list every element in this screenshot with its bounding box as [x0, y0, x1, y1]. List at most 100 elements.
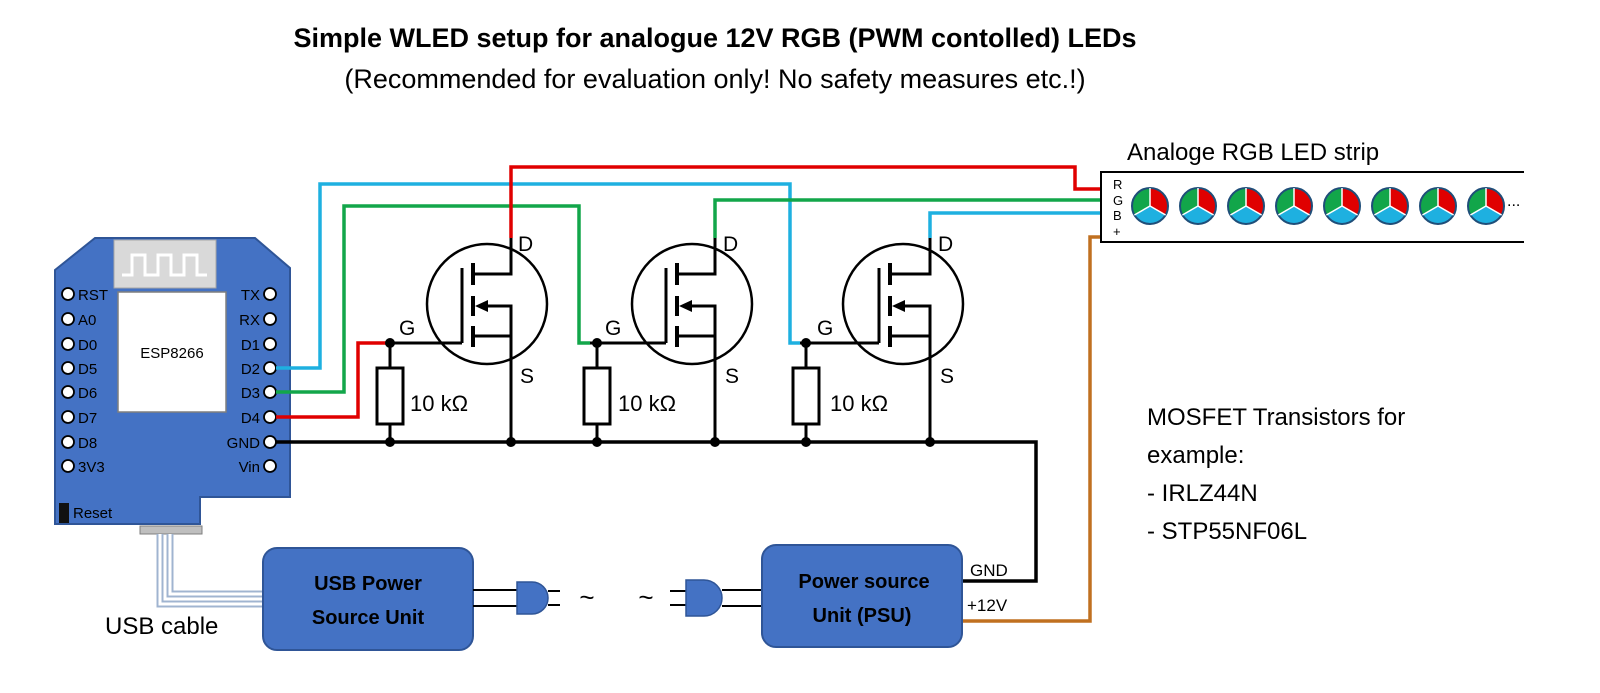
note-line: - STP55NF06L	[1147, 518, 1307, 545]
pin-tx	[263, 287, 277, 301]
rgb-led	[1371, 187, 1409, 225]
mosfet-stage-green: G D S 10 kΩ	[582, 233, 754, 447]
pin-label-d4: D4	[241, 410, 260, 427]
green-drain-wire	[713, 198, 1100, 238]
usb-power-source-unit: USB Power Source Unit	[262, 547, 474, 651]
junction-dot	[592, 338, 602, 348]
mosfet-notes: MOSFET Transistors for example: - IRLZ44…	[1147, 404, 1405, 545]
usb-connector	[139, 525, 203, 535]
usb-cable-label: USB cable	[105, 613, 218, 640]
resistor	[375, 366, 405, 426]
pin-d5	[61, 361, 75, 375]
junction-dot	[801, 338, 811, 348]
pin-label-gnd: GND	[227, 435, 261, 452]
psu-gnd-label: GND	[970, 561, 1008, 580]
pin-label-d0: D0	[78, 337, 97, 354]
note-line: - IRLZ44N	[1147, 480, 1258, 507]
strip-pin-plus: +	[1113, 224, 1121, 239]
pin-d4	[263, 410, 277, 424]
usb-psu-plug-icon	[473, 581, 560, 615]
power-12v-wire	[962, 235, 1100, 623]
pin-label-3v3: 3V3	[78, 459, 105, 476]
gate-label: G	[399, 317, 415, 340]
psu-line1: Power source	[798, 571, 929, 593]
blue-wire-d2	[276, 182, 800, 370]
red-wire-d4	[276, 341, 390, 419]
note-line: example:	[1147, 442, 1244, 469]
resistor	[791, 366, 821, 426]
chip-label: ESP8266	[140, 345, 203, 362]
reset-label: Reset	[73, 505, 113, 522]
strip-pin-r: R	[1113, 177, 1122, 192]
pin-d7	[61, 410, 75, 424]
blue-drain-wire	[928, 211, 1100, 238]
rgb-led	[1275, 187, 1313, 225]
drain-label: D	[938, 233, 953, 256]
pin-d1	[263, 337, 277, 351]
pin-label-d1: D1	[241, 337, 260, 354]
pin-d6	[61, 385, 75, 399]
pin-label-tx: TX	[241, 287, 260, 304]
source-label: S	[725, 365, 739, 388]
usb-psu-line2: Source Unit	[312, 607, 425, 629]
rgb-led	[1179, 187, 1217, 225]
pin-label-d7: D7	[78, 410, 97, 427]
esp8266-board: ESP8266 Reset	[54, 237, 291, 535]
junction-dot	[710, 437, 720, 447]
reset-button[interactable]	[59, 503, 69, 523]
psu-line2: Unit (PSU)	[813, 605, 912, 627]
pin-label-d3: D3	[241, 385, 260, 402]
usb-psu-line1: USB Power	[314, 573, 422, 595]
resistor-label: 10 kΩ	[410, 391, 468, 416]
psu-12v-label: +12V	[967, 596, 1008, 615]
resistor	[582, 366, 612, 426]
strip-pin-b: B	[1113, 208, 1122, 223]
junction-dot	[925, 437, 935, 447]
junction-dot	[506, 437, 516, 447]
note-line: MOSFET Transistors for	[1147, 404, 1405, 431]
pin-label-d5: D5	[78, 361, 97, 378]
green-wire-d3	[276, 204, 590, 394]
pin-d2	[263, 361, 277, 375]
pin-d3	[263, 385, 277, 399]
source-label: S	[520, 365, 534, 388]
junction-dot	[385, 437, 395, 447]
pin-a0	[61, 312, 75, 326]
red-drain-wire	[509, 165, 1100, 238]
pin-label-vin: Vin	[239, 459, 260, 476]
esp8266-chip	[117, 291, 227, 413]
power-source-unit: Power source Unit (PSU)	[761, 544, 963, 648]
led-strip: R G B +	[1100, 171, 1524, 243]
usb-cable	[156, 534, 262, 608]
right-pin-column: TX RX D1 D2 D3 D4 GND Vin	[227, 287, 277, 476]
pin-label-d6: D6	[78, 385, 97, 402]
diagram-title: Simple WLED setup for analogue 12V RGB (…	[293, 23, 1136, 53]
left-pin-column: RST A0 D0 D5 D6 D7 D8 3V3	[61, 287, 108, 476]
gate-label: G	[817, 317, 833, 340]
rgb-led	[1419, 187, 1457, 225]
rgb-led	[1227, 187, 1265, 225]
psu-plug-icon	[670, 579, 762, 617]
diagram-subtitle: (Recommended for evaluation only! No saf…	[344, 64, 1085, 94]
pin-label-rx: RX	[239, 312, 260, 329]
pin-d0	[61, 337, 75, 351]
pin-label-a0: A0	[78, 312, 96, 329]
gate-label: G	[605, 317, 621, 340]
rgb-led	[1131, 187, 1169, 225]
ac-symbol: ~	[579, 582, 594, 612]
ac-symbol: ~	[638, 582, 653, 612]
ground-bus	[276, 440, 1038, 583]
drain-label: D	[518, 233, 533, 256]
strip-pin-g: G	[1113, 193, 1123, 208]
rgb-led	[1467, 187, 1505, 225]
junction-dot	[592, 437, 602, 447]
mosfet-stage-blue: G D S 10 kΩ	[791, 233, 965, 447]
junction-dot	[385, 338, 395, 348]
strip-ellipsis: ...	[1507, 193, 1520, 210]
source-label: S	[940, 365, 954, 388]
pin-rst	[61, 287, 75, 301]
pin-label-rst: RST	[78, 287, 108, 304]
resistor-label: 10 kΩ	[830, 391, 888, 416]
wifi-antenna	[113, 239, 217, 289]
junction-dot	[801, 437, 811, 447]
